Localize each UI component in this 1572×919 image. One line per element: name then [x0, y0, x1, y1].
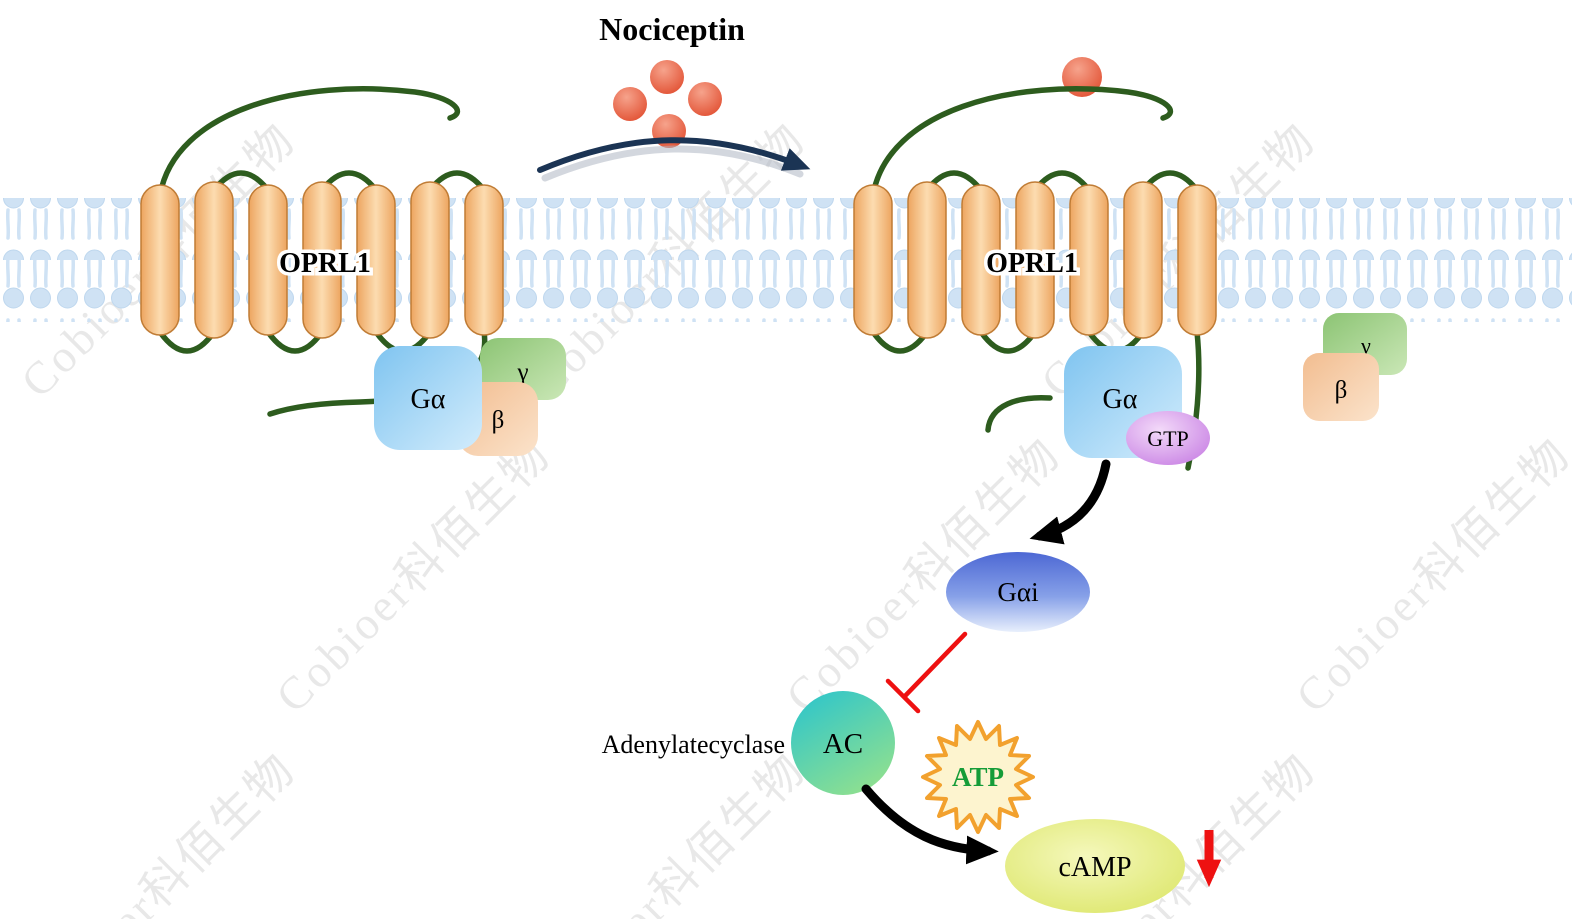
inhibition-tee	[885, 631, 968, 714]
g-gamma-label: γ	[516, 359, 528, 386]
tm-helix	[1015, 181, 1055, 339]
g-gamma-label: γ	[1360, 333, 1371, 358]
tm-helix	[1123, 181, 1163, 339]
ac-label: AC	[823, 728, 863, 760]
membrane-inner-leaflet	[0, 260, 1572, 322]
tm-helix	[464, 184, 504, 336]
intracellular-tail	[985, 394, 1053, 433]
camp-label: cAMP	[1058, 852, 1131, 883]
intracellular-loop	[265, 329, 325, 354]
atp-starburst	[921, 720, 1035, 834]
oprl1-label-right: OPRL1	[986, 248, 1078, 279]
gai-label: Gαi	[997, 577, 1038, 607]
activation-arrow-line	[537, 137, 811, 173]
tm-helix	[302, 181, 342, 339]
activation-arrow	[537, 137, 811, 182]
tm-helix	[356, 184, 396, 336]
g-alpha-subunit	[374, 346, 482, 450]
ac-circle	[791, 691, 895, 795]
activated-g-alpha: Gα GTP	[1064, 346, 1210, 465]
inhibition-bar	[885, 678, 921, 714]
watermark-text: Cobioer科佰生物	[266, 428, 560, 722]
g-protein-trimer: γ β Gα	[374, 338, 566, 456]
intracellular-loop	[870, 329, 930, 354]
g-beta-label: β	[1335, 377, 1348, 404]
oprl1-label-left: OPRL1	[279, 248, 371, 279]
tm-helix	[961, 184, 1001, 336]
g-alpha-label: Gα	[411, 384, 446, 415]
nociceptin-group: Nociceptin	[599, 11, 745, 148]
watermark-text: Cobioer科佰生物	[1286, 428, 1572, 722]
g-beta-label: β	[492, 407, 505, 434]
transmembrane-helices	[140, 181, 504, 339]
tm-helix	[140, 184, 180, 336]
watermark-text: Cobioer科佰生物	[521, 743, 815, 919]
nociceptin-molecule	[688, 82, 722, 116]
intracellular-loop	[978, 329, 1038, 354]
nociceptin-title: Nociceptin	[599, 11, 745, 47]
watermark-text: Cobioer科佰生物	[11, 743, 305, 919]
activation-arrow-shadow	[541, 145, 804, 182]
tm-helix	[853, 184, 893, 336]
gtp-molecule	[1126, 411, 1210, 465]
adenylate-cyclase-label: Adenylatecyclase	[602, 730, 785, 759]
membrane-outer-leaflet	[0, 198, 1572, 260]
signaling-cascade: Gαi Adenylatecyclase AC ATP cAMP	[602, 459, 1222, 913]
tm-helix	[410, 181, 450, 339]
tm-helix	[1069, 184, 1109, 336]
n-terminus-loop	[870, 86, 1173, 198]
tm-helix	[907, 181, 947, 339]
tm-helix	[194, 181, 234, 339]
cell-membrane	[0, 198, 1572, 322]
n-terminus-loop	[157, 86, 460, 198]
g-alpha-label: Gα	[1103, 384, 1138, 415]
inhibition-line	[902, 631, 968, 699]
intracellular-loop	[157, 329, 217, 354]
gtp-label: GTP	[1147, 426, 1189, 451]
galpha-to-gai-arrow	[1029, 459, 1111, 545]
atp-label: ATP	[952, 762, 1004, 792]
tm-helix	[1177, 184, 1217, 336]
ac-to-camp-arrow	[861, 784, 999, 865]
tm-helix	[248, 184, 288, 336]
dissociated-beta-gamma: γ β	[1303, 313, 1407, 421]
g-beta-subunit	[1303, 353, 1379, 421]
nociceptin-ligand-cluster	[613, 60, 722, 148]
nociceptin-molecule	[613, 87, 647, 121]
camp-ellipse	[1005, 819, 1185, 913]
transmembrane-helices	[853, 181, 1217, 339]
gai-ellipse	[946, 552, 1090, 632]
right-receptor: OPRL1 Gα GTP γ β	[853, 57, 1407, 471]
nociceptin-molecule	[650, 60, 684, 94]
left-receptor: OPRL1 γ β Gα	[140, 86, 566, 456]
